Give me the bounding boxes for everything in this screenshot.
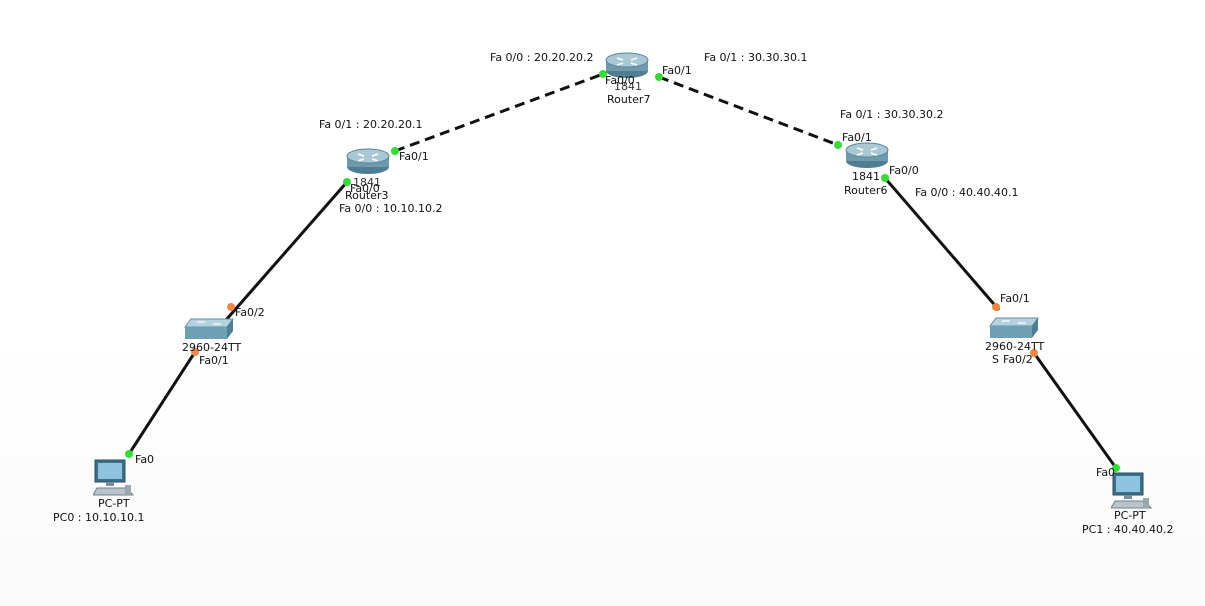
port-light-swl-fa02 <box>227 303 235 311</box>
router6-model: 1841 <box>852 170 880 183</box>
router3-fa00-ip: Fa 0/0 : 10.10.10.2 <box>339 202 443 215</box>
router-icon[interactable] <box>344 146 392 176</box>
port-light-r7-fa01 <box>655 73 663 81</box>
router-icon[interactable] <box>843 140 891 170</box>
router3-model: 1841 <box>353 176 381 189</box>
switch-left-fa01-port: Fa0/1 <box>199 354 229 367</box>
router-icon[interactable] <box>603 50 651 80</box>
switch-right-name: S <box>992 353 999 366</box>
switch-left-model: 2960-24TT <box>182 341 242 354</box>
pc1-model: PC-PT <box>1114 509 1146 522</box>
link-router7-router6[interactable] <box>658 75 839 147</box>
pc0-model: PC-PT <box>98 497 130 510</box>
switch-icon[interactable] <box>988 316 1040 340</box>
port-light-pc0-fa0 <box>125 450 133 458</box>
router3-fa01-ip: Fa 0/1 : 20.20.20.1 <box>319 118 423 131</box>
port-light-r6-fa01 <box>834 141 842 149</box>
port-light-r6-fa00 <box>881 174 889 182</box>
router6-fa01-port: Fa0/1 <box>842 131 872 144</box>
link-switch-left-pc0[interactable] <box>127 351 197 455</box>
pc-icon[interactable] <box>93 459 135 499</box>
switch-icon[interactable] <box>183 317 235 341</box>
port-light-r7-fa00 <box>599 70 607 78</box>
link-switch-right-pc1[interactable] <box>1032 352 1118 469</box>
pc-icon[interactable] <box>1111 472 1153 512</box>
router6-fa00-ip: Fa 0/0 : 40.40.40.1 <box>915 186 1019 199</box>
switch-right-model: 2960-24TT <box>985 340 1045 353</box>
pc1-fa0-port: Fa0 <box>1096 466 1116 479</box>
router3-fa00-port: Fa0/0 <box>350 182 380 195</box>
link-router3-router7[interactable] <box>394 72 604 153</box>
link-router3-switch-left[interactable] <box>224 181 349 321</box>
port-light-swl-fa01 <box>191 348 199 356</box>
router7-name: Router7 <box>607 93 651 106</box>
switch-right-fa01-port: Fa0/1 <box>1000 292 1030 305</box>
link-router6-switch-right[interactable] <box>883 177 1001 311</box>
router7-fa00-port: Fa0/0 <box>605 74 635 87</box>
router3-fa01-port: Fa0/1 <box>399 150 429 163</box>
switch-right-fa02-port: Fa0/2 <box>1003 353 1033 366</box>
switch-left-fa02-port: Fa0/2 <box>235 306 265 319</box>
pc0-label: PC0 : 10.10.10.1 <box>53 511 145 524</box>
router7-fa01-port: Fa0/1 <box>662 64 692 77</box>
router7-fa00-ip: Fa 0/0 : 20.20.20.2 <box>490 51 594 64</box>
port-light-swr-fa02 <box>1030 349 1038 357</box>
port-light-swr-fa01 <box>992 303 1000 311</box>
router7-model: 1841 <box>614 80 642 93</box>
router6-fa00-port: Fa0/0 <box>889 164 919 177</box>
port-light-r3-fa00 <box>343 178 351 186</box>
pc1-label: PC1 : 40.40.40.2 <box>1082 523 1174 536</box>
router6-name: Router6 <box>844 184 888 197</box>
router7-fa01-ip: Fa 0/1 : 30.30.30.1 <box>704 51 808 64</box>
port-light-r3-fa01 <box>391 147 399 155</box>
router3-name: Router3 <box>345 189 389 202</box>
router6-fa01-ip: Fa 0/1 : 30.30.30.2 <box>840 108 944 121</box>
port-light-pc1-fa0 <box>1112 464 1120 472</box>
pc0-fa0-port: Fa0 <box>135 453 155 466</box>
